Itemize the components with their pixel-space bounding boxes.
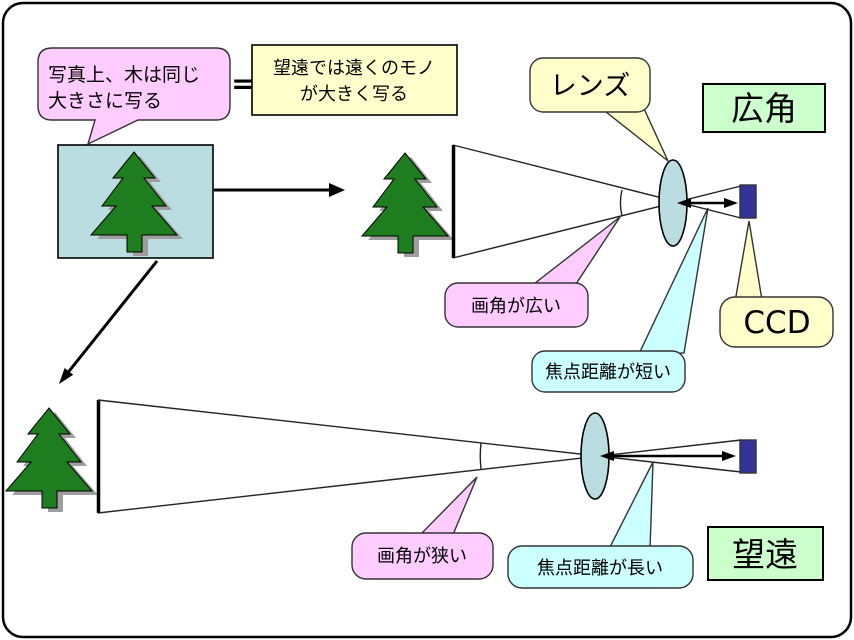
wide-angle-box — [702, 83, 826, 133]
ccd-callout-bubble — [719, 296, 834, 348]
tele-tree — [5, 407, 99, 513]
view-angle-narrow-label: 画角が狭い — [377, 546, 467, 567]
tele-note-line1: 望遠では遠くのモノ — [273, 58, 435, 79]
focal-long-label: 焦点距離が長い — [537, 558, 663, 579]
tele-angle-arc — [479, 442, 482, 470]
tele-note-line2: が大きく写る — [300, 84, 408, 105]
ccd-callout-tail — [734, 220, 763, 303]
wide-tree — [361, 152, 455, 258]
tele-note-box — [251, 44, 458, 116]
view-angle-narrow-bubble — [351, 532, 494, 580]
lens-callout-label: レンズ — [550, 71, 630, 102]
tele-focal-arrow-left-head — [600, 451, 614, 461]
tele-focal-arrow-right-head — [722, 451, 736, 461]
wide-angle-label: 広角 — [731, 89, 797, 128]
view-angle-wide-label: 画角が広い — [471, 296, 561, 317]
wide-ray-top — [452, 144, 742, 219]
focal-short-label: 焦点距離が短い — [545, 362, 671, 383]
wide-angle-arc — [619, 189, 623, 217]
focal-short-bubble — [531, 350, 686, 393]
telephoto-box — [707, 526, 824, 581]
wide-focal-arrow-left-head — [677, 198, 691, 208]
photo-note-line1: 写真上、木は同じ — [48, 64, 200, 86]
tele-ray-top — [97, 399, 742, 473]
tele-ccd — [739, 439, 757, 474]
ccd-callout-label: CCD — [743, 305, 810, 341]
arrow-to-tele — [64, 260, 159, 376]
tele-ray-bottom — [97, 439, 742, 514]
photo-note-bubble — [37, 47, 231, 146]
focal-long-bubble — [507, 545, 694, 589]
lens-callout-bubble — [529, 57, 651, 113]
arrow-to-wide-head — [329, 183, 345, 197]
photo-note-line2: 大きさに写る — [48, 90, 162, 112]
view-angle-narrow-tail — [416, 476, 478, 538]
equals-sign: = — [231, 67, 254, 100]
view-angle-wide-bubble — [444, 282, 589, 328]
wide-focal-arrow-right-head — [724, 198, 738, 208]
arrow-to-tele-head — [59, 368, 74, 384]
wide-ccd — [739, 184, 757, 219]
focal-long-tail — [606, 461, 654, 552]
telephoto-label: 望遠 — [732, 535, 798, 574]
wide-ray-bottom — [452, 185, 742, 259]
